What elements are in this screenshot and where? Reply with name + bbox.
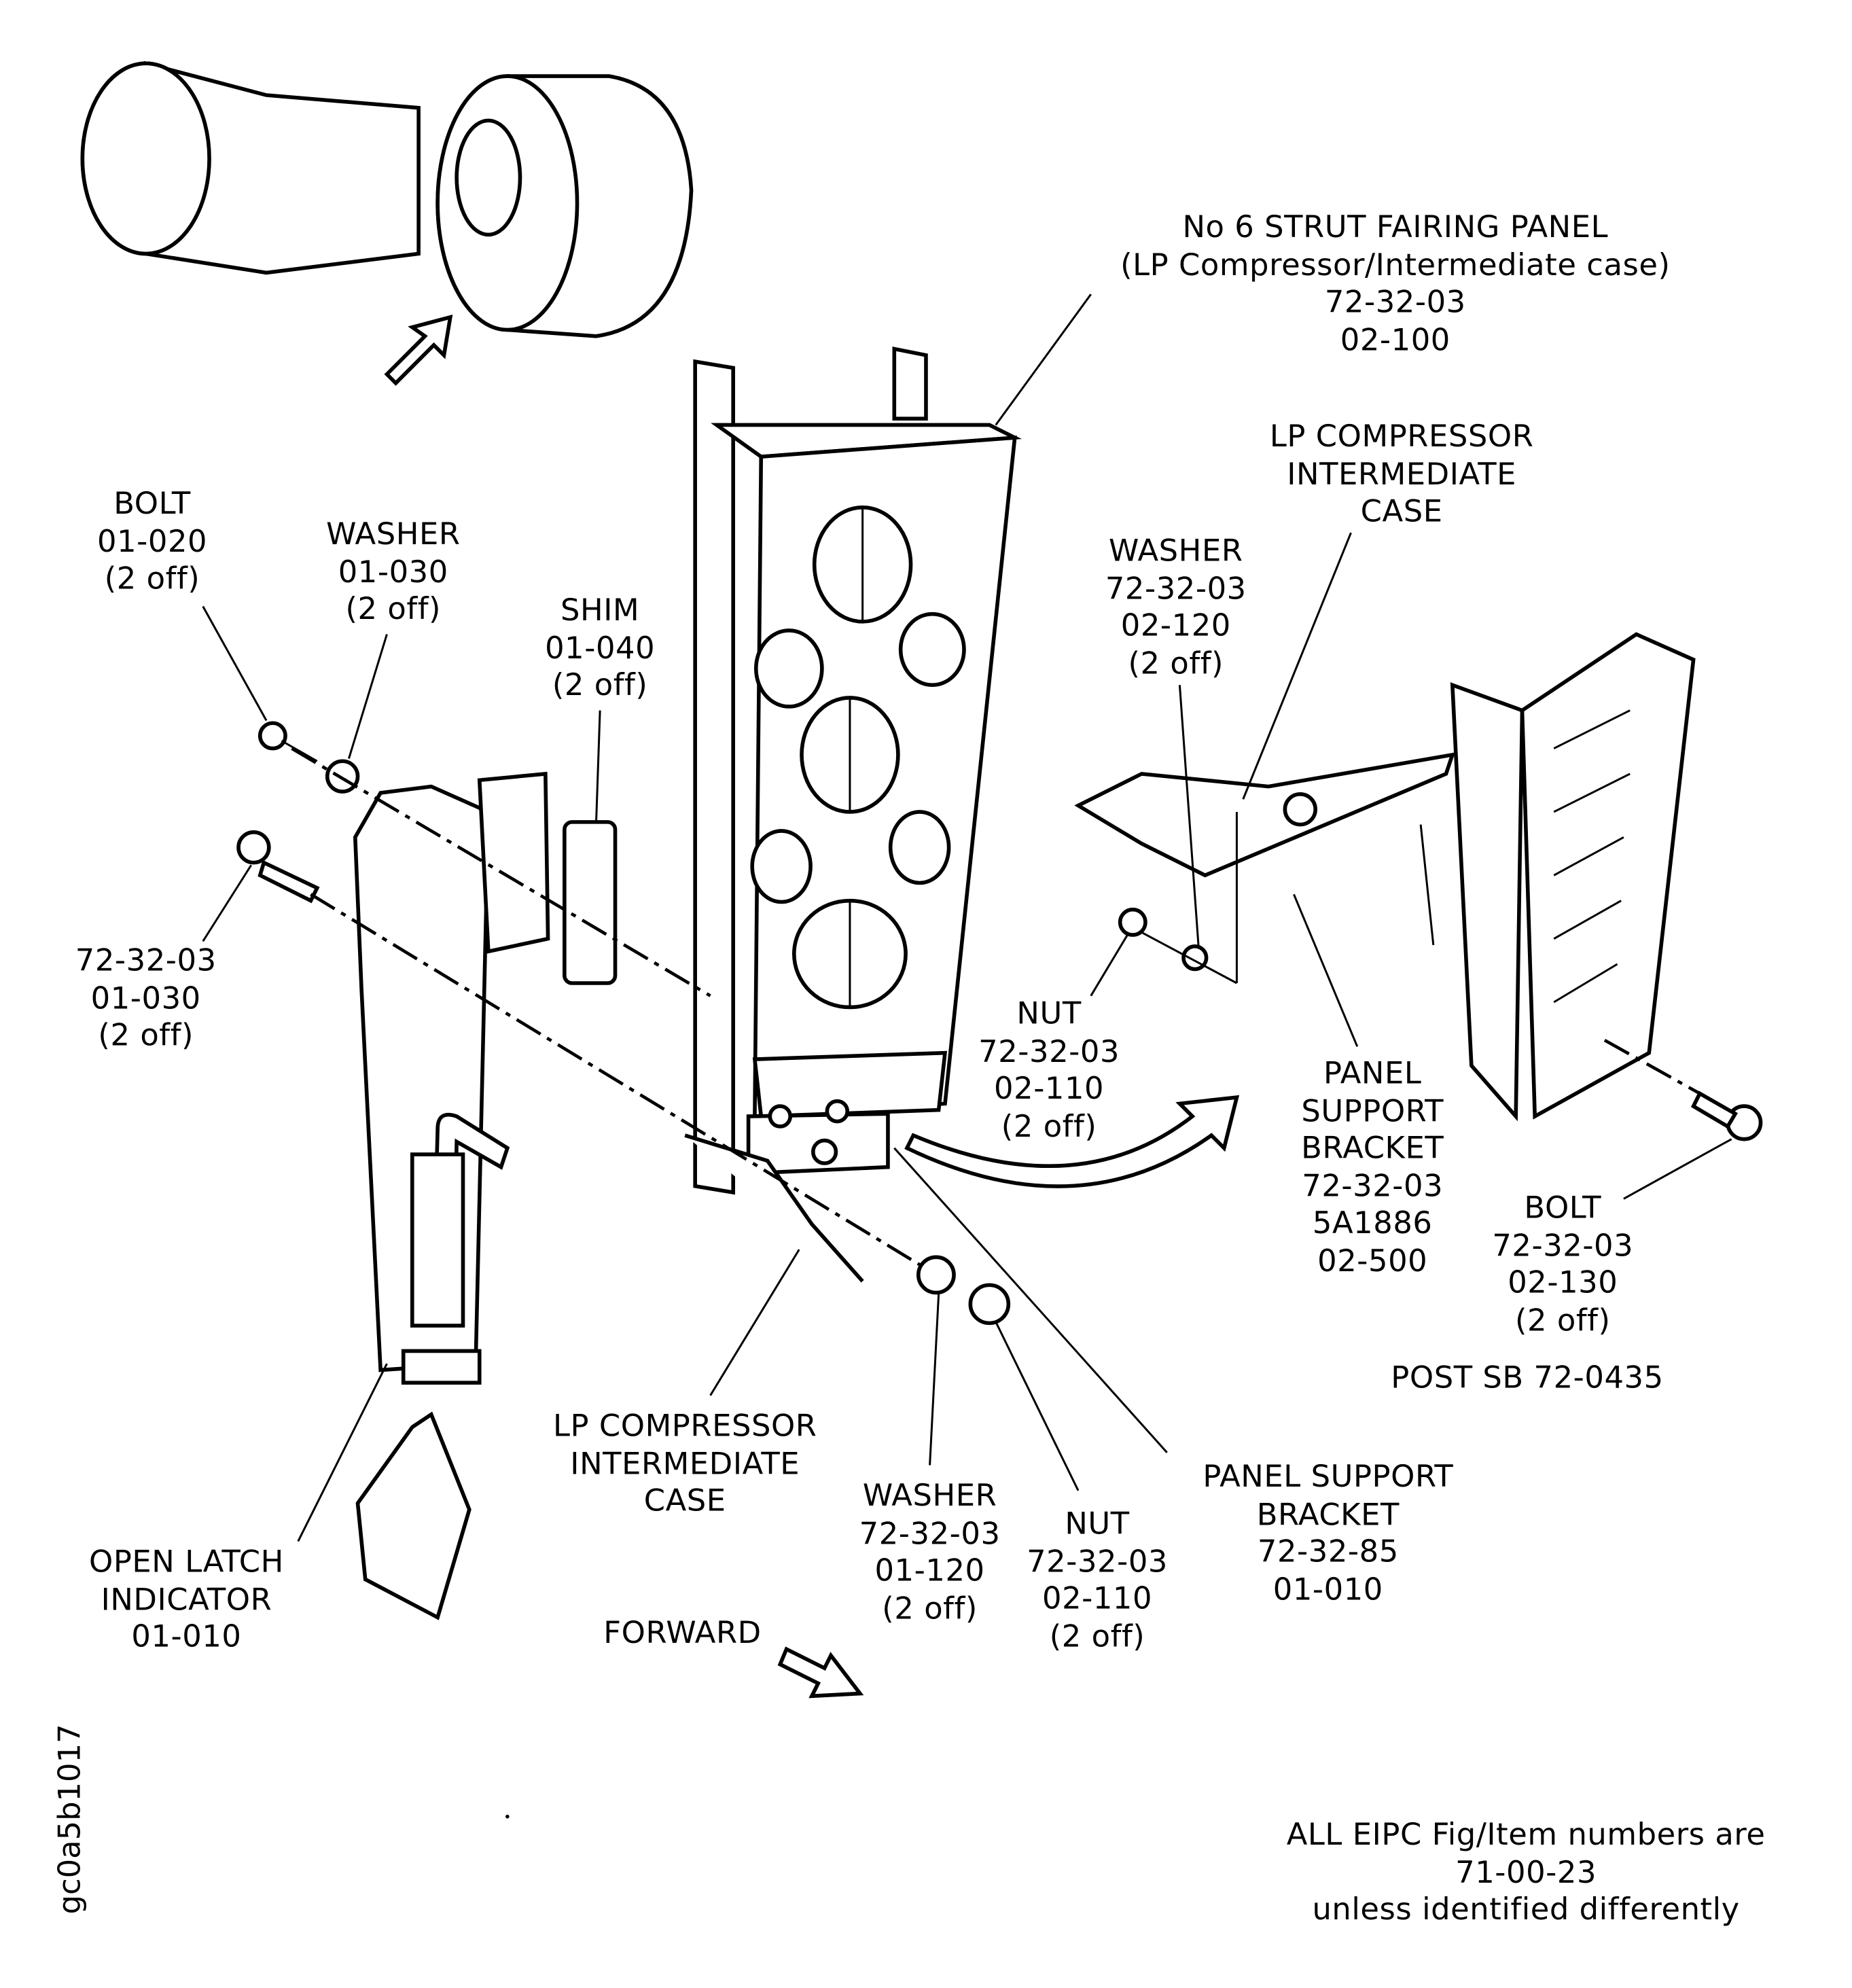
label-nut-bottom: NUT 72-32-03 02-110 (2 off)	[1027, 1506, 1168, 1655]
label-line: INTERMEDIATE	[1287, 456, 1517, 492]
note-eipc: ALL EIPC Fig/Item numbers are 71-00-23 u…	[1287, 1817, 1766, 1929]
label-line: 72-32-03	[1324, 284, 1466, 320]
label-bolt-lower-left: 72-32-03 01-030 (2 off)	[75, 942, 217, 1054]
label-line: 72-32-03	[978, 1033, 1120, 1069]
label-lp-case-right: LP COMPRESSOR INTERMEDIATE CASE	[1270, 419, 1534, 531]
label-line: (2 off)	[552, 667, 648, 703]
label-latch-indicator: OPEN LATCH INDICATOR 01-010	[89, 1544, 284, 1656]
assembly-centerlines	[291, 747, 1701, 1271]
label-forward: FORWARD	[603, 1615, 761, 1652]
label-line: BOLT	[1524, 1190, 1602, 1226]
label-line: CASE	[643, 1483, 726, 1519]
open-latch-indicator	[353, 771, 550, 1620]
label-line: 71-00-23	[1455, 1853, 1597, 1890]
label-line: (2 off)	[345, 591, 442, 627]
label-post-sb: POST SB 72-0435	[1391, 1360, 1663, 1398]
label-washer-right: WASHER 72-32-03 02-120 (2 off)	[1105, 533, 1247, 682]
label-strut-fairing-panel: No 6 STRUT FAIRING PANEL (LP Compressor/…	[1120, 209, 1670, 359]
label-line: WASHER	[862, 1478, 997, 1514]
label-line: 02-500	[1317, 1242, 1428, 1279]
label-bolt-right: BOLT 72-32-03 02-130 (2 off)	[1492, 1190, 1633, 1339]
label-line: (2 off)	[1514, 1302, 1611, 1338]
label-line: 02-110	[1041, 1580, 1153, 1616]
label-washer-bottom: WASHER 72-32-03 01-120 (2 off)	[859, 1478, 1001, 1627]
label-line: 01-010	[1272, 1571, 1383, 1607]
label-line: 5A1886	[1312, 1205, 1433, 1241]
label-line: CASE	[1360, 493, 1443, 529]
label-line: WASHER	[1109, 533, 1243, 569]
post-sb-assembly	[1074, 632, 1763, 1141]
label-line: 72-32-03	[75, 942, 217, 978]
detail-arrow-icon	[904, 1095, 1240, 1188]
label-line: BRACKET	[1256, 1496, 1400, 1532]
label-panel-bracket-bottom: PANEL SUPPORT BRACKET 72-32-85 01-010	[1203, 1459, 1453, 1608]
label-nut-right: NUT 72-32-03 02-110 (2 off)	[978, 996, 1120, 1146]
label-line: 01-030	[338, 553, 448, 590]
label-line: 02-110	[994, 1070, 1105, 1107]
label-lp-case-bottom: LP COMPRESSOR INTERMEDIATE CASE	[553, 1408, 817, 1520]
label-line: INTERMEDIATE	[570, 1445, 800, 1481]
bolts-washers-left	[236, 721, 360, 904]
label-washer-left: WASHER 01-030 (2 off)	[326, 516, 460, 628]
label-line: (2 off)	[98, 1017, 194, 1053]
strut-fairing-panel	[684, 347, 1022, 1283]
label-line: WASHER	[326, 516, 461, 552]
figure-id: gc0a5b1017	[52, 1724, 88, 1915]
label-line: 72-32-03	[859, 1515, 1001, 1551]
label-line: FORWARD	[603, 1614, 762, 1651]
label-line: SUPPORT	[1301, 1093, 1444, 1129]
forward-arrow-icon	[777, 1646, 864, 1699]
locator-arrow-icon	[384, 314, 453, 386]
label-shim: SHIM 01-040 (2 off)	[545, 592, 655, 705]
label-line: NUT	[1065, 1506, 1130, 1542]
label-line: PANEL SUPPORT	[1203, 1459, 1454, 1495]
label-line: 72-32-03	[1492, 1227, 1634, 1263]
shim	[563, 820, 618, 985]
label-line: 01-020	[97, 523, 208, 559]
label-line: (2 off)	[1001, 1107, 1097, 1144]
label-line: OPEN LATCH	[89, 1544, 284, 1580]
label-line: BOLT	[113, 486, 191, 522]
label-line: INDICATOR	[101, 1581, 272, 1617]
label-line: 02-120	[1120, 607, 1231, 643]
label-line: 01-010	[131, 1618, 242, 1654]
label-line: 72-32-03	[1027, 1543, 1168, 1579]
label-line: 02-100	[1340, 321, 1450, 357]
label-line: BRACKET	[1301, 1130, 1444, 1166]
label-line: No 6 STRUT FAIRING PANEL	[1182, 209, 1609, 245]
label-line: 01-120	[874, 1552, 985, 1588]
label-line: PANEL	[1323, 1055, 1422, 1091]
label-line: ALL EIPC Fig/Item numbers are	[1286, 1816, 1766, 1852]
label-line: 01-030	[90, 980, 201, 1016]
label-line: POST SB 72-0435	[1391, 1360, 1664, 1396]
label-line: (2 off)	[1049, 1618, 1145, 1654]
label-line: 02-130	[1508, 1264, 1618, 1300]
label-line: (LP Compressor/Intermediate case)	[1120, 247, 1671, 283]
engine-locator-view	[80, 60, 694, 386]
label-line: SHIM	[560, 592, 640, 628]
washer-nut-bottom	[916, 1255, 1011, 1326]
label-bolt-left: BOLT 01-020 (2 off)	[97, 486, 207, 598]
label-line: (2 off)	[1128, 645, 1224, 681]
label-line: 72-32-03	[1105, 570, 1247, 606]
label-line: (2 off)	[104, 561, 200, 597]
label-line: LP COMPRESSOR	[1269, 419, 1534, 455]
label-line: (2 off)	[882, 1590, 978, 1626]
label-line: NUT	[1016, 995, 1082, 1031]
label-line: 72-32-85	[1257, 1533, 1399, 1569]
label-line: unless identified differently	[1312, 1891, 1740, 1928]
label-panel-bracket-right: PANEL SUPPORT BRACKET 72-32-03 5A1886 02…	[1301, 1055, 1444, 1279]
label-line: 72-32-03	[1302, 1167, 1444, 1203]
label-line: 01-040	[545, 630, 656, 666]
label-line: LP COMPRESSOR	[552, 1408, 817, 1444]
leader-lines	[202, 294, 1732, 1542]
